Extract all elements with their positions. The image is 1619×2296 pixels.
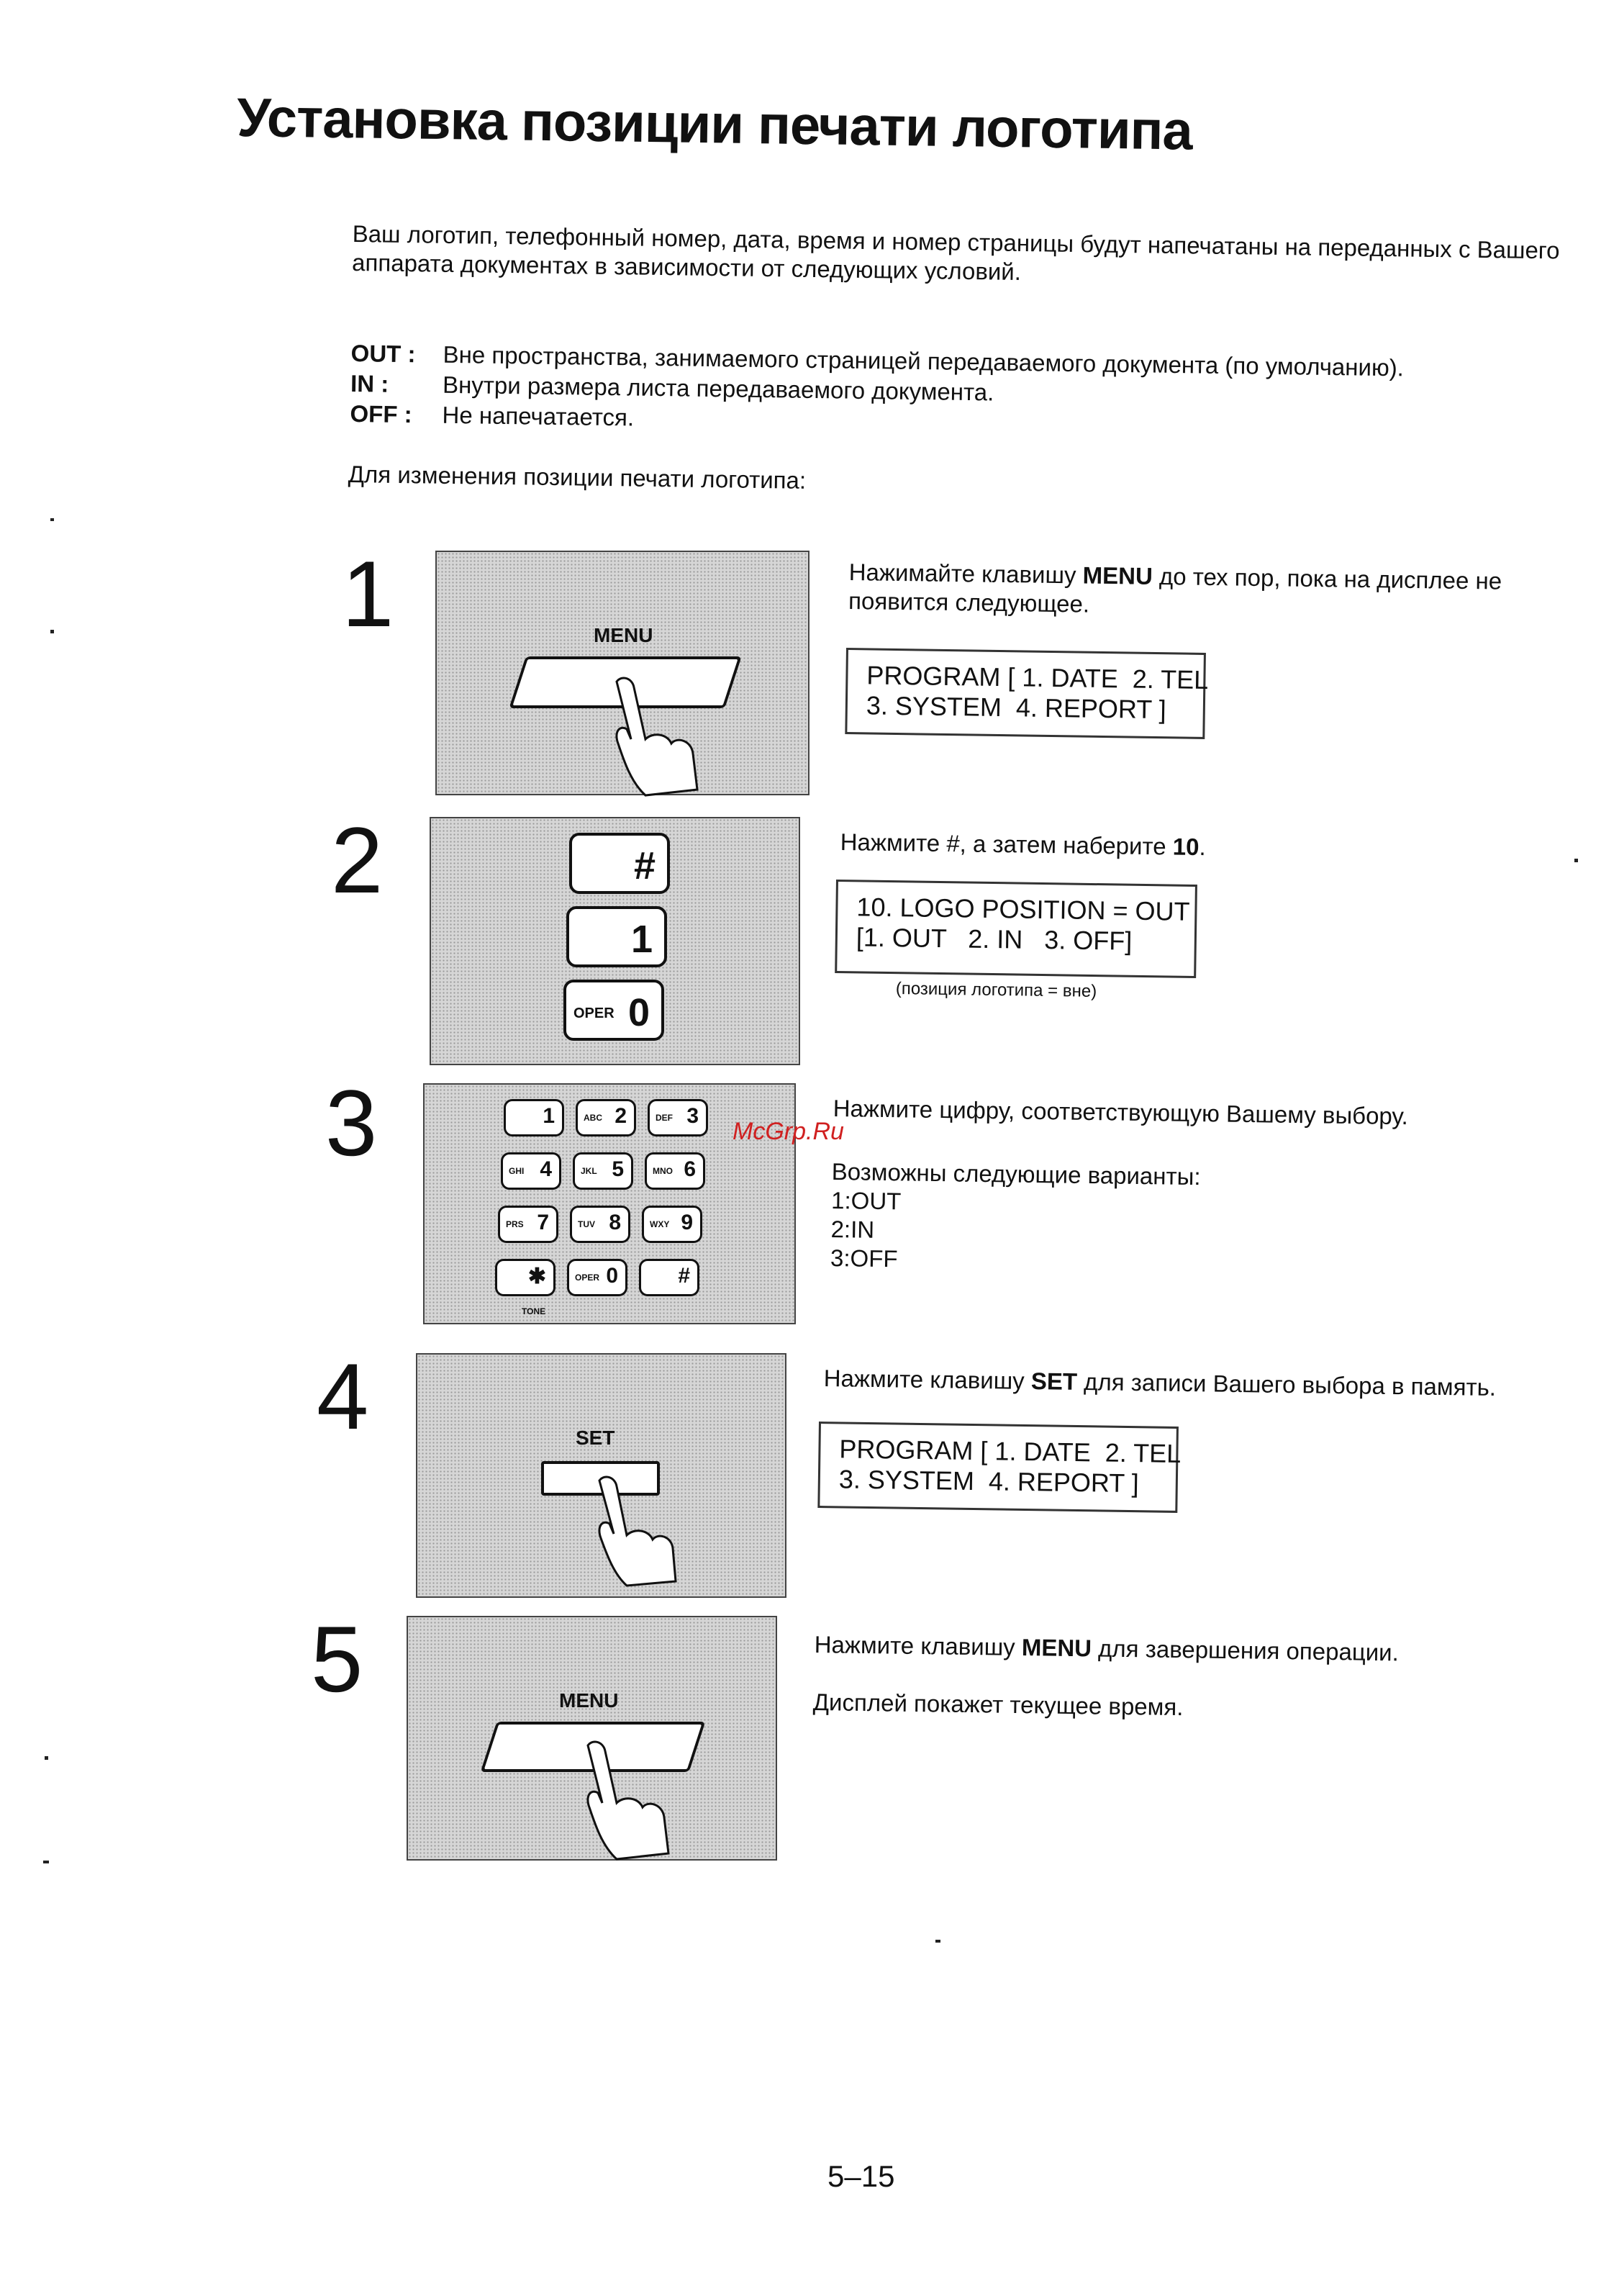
page-title: Установка позиции печати логотипа bbox=[236, 86, 1193, 162]
options-list: OUT :Вне пространства, занимаемого стран… bbox=[350, 338, 1404, 443]
keypad-key-letters: PRS bbox=[506, 1219, 524, 1229]
step-3-choices: Возможны следующие варианты: 1:OUT 2:IN … bbox=[830, 1157, 1201, 1278]
keypad-key-digit: 9 bbox=[681, 1211, 693, 1234]
keypad-key-letters: MNO bbox=[653, 1166, 673, 1176]
keypad-key-digit: 0 bbox=[606, 1264, 618, 1288]
keypad-key-letters: JKL bbox=[581, 1166, 597, 1176]
set-key-label: SET bbox=[576, 1427, 615, 1449]
watermark: McGrp.Ru bbox=[733, 1118, 844, 1145]
step-1-illustration: MENU bbox=[435, 551, 809, 797]
step-4-illustration: SET bbox=[416, 1353, 786, 1598]
scan-speck bbox=[935, 1940, 940, 1943]
keypad-key: PRS 7 bbox=[498, 1206, 558, 1243]
menu-key-label: MENU bbox=[594, 624, 653, 646]
keypad-key-digit: 2 bbox=[615, 1104, 627, 1128]
step-4-number: 4 bbox=[317, 1344, 369, 1449]
step-5-note: Дисплей покажет текущее время. bbox=[812, 1689, 1184, 1721]
step-5-number: 5 bbox=[311, 1606, 363, 1712]
one-key: 1 bbox=[566, 906, 667, 967]
keypad-key-digit: ✱ bbox=[527, 1265, 546, 1288]
keypad-key-letters: DEF bbox=[656, 1113, 673, 1123]
choice-off: 3:OFF bbox=[830, 1244, 898, 1273]
keypad-key: JKL 5 bbox=[573, 1152, 633, 1190]
keypad-key: ABC 2 bbox=[576, 1099, 636, 1136]
step-1-description: Нажимайте клавишу MENU до тех пор, пока … bbox=[848, 558, 1502, 618]
step-2-description: Нажмите #, а затем наберите 10. bbox=[840, 828, 1206, 861]
keypad-key: 1 bbox=[504, 1099, 564, 1136]
page-number: 5–15 bbox=[827, 2159, 895, 2193]
menu-key-label: MENU bbox=[559, 1689, 619, 1712]
keypad-key-digit: 1 bbox=[543, 1104, 555, 1128]
scan-speck bbox=[1574, 859, 1578, 862]
pointing-hand-icon bbox=[598, 1475, 677, 1587]
intro-paragraph: Ваш логотип, телефонный номер, дата, вре… bbox=[351, 220, 1560, 285]
step-2-caption: (позиция логотипа = вне) bbox=[895, 979, 1097, 1001]
step-5-description: Нажмите клавишу MENU для завершения опер… bbox=[814, 1631, 1400, 1666]
step-3-description: Нажмите цифру, соответствующую Вашему вы… bbox=[833, 1094, 1409, 1130]
keypad-key: TUV 8 bbox=[570, 1206, 630, 1243]
keypad-key: WXY 9 bbox=[642, 1206, 702, 1243]
keypad-key-letters: ABC bbox=[584, 1113, 602, 1123]
keypad-key-digit: # bbox=[678, 1264, 690, 1288]
hash-key: # bbox=[569, 833, 670, 894]
keypad-key-digit: 6 bbox=[684, 1157, 696, 1181]
scan-speck bbox=[43, 1861, 49, 1863]
choice-out: 1:OUT bbox=[830, 1186, 902, 1215]
keypad-key: DEF 3 bbox=[648, 1099, 708, 1136]
keypad-key-digit: 5 bbox=[612, 1157, 624, 1181]
keypad-key: ✱ bbox=[495, 1259, 555, 1296]
step-3-number: 3 bbox=[325, 1070, 378, 1175]
keypad-key-digit: 4 bbox=[540, 1157, 552, 1181]
keypad-key-letters: WXY bbox=[650, 1219, 670, 1229]
scan-speck bbox=[45, 1756, 48, 1760]
pointing-hand-icon bbox=[586, 1740, 670, 1861]
keypad-key-letters: GHI bbox=[509, 1166, 525, 1176]
choice-in: 2:IN bbox=[830, 1215, 875, 1243]
pointing-hand-icon bbox=[615, 677, 699, 797]
scan-speck bbox=[50, 630, 54, 633]
step-4-display: PROGRAM [ 1. DATE 2. TEL 3. SYSTEM 4. RE… bbox=[817, 1422, 1182, 1513]
scan-speck bbox=[50, 518, 54, 521]
keypad-key-digit: 3 bbox=[686, 1104, 699, 1128]
keypad-key-digit: 8 bbox=[609, 1211, 621, 1234]
step-1-display: PROGRAM [ 1. DATE 2. TEL 3. SYSTEM 4. RE… bbox=[845, 648, 1209, 739]
keypad-key: MNO 6 bbox=[645, 1152, 705, 1190]
step-4-description: Нажмите клавишу SET для записи Вашего вы… bbox=[823, 1364, 1497, 1401]
keypad-key: GHI 4 bbox=[501, 1152, 561, 1190]
step-5-illustration: MENU bbox=[407, 1616, 777, 1861]
keypad-key: OPER 0 bbox=[567, 1259, 627, 1296]
instructions-lead: Для изменения позиции печати логотипа: bbox=[348, 461, 807, 494]
step-2-number: 2 bbox=[331, 808, 384, 913]
tone-label: TONE bbox=[522, 1306, 546, 1316]
keypad-key-digit: 7 bbox=[537, 1211, 549, 1234]
keypad-key: # bbox=[639, 1259, 699, 1296]
step-1-number: 1 bbox=[342, 541, 394, 646]
step-2-display: 10. LOGO POSITION = OUT [1. OUT 2. IN 3.… bbox=[835, 880, 1197, 978]
keypad-key-letters: OPER bbox=[575, 1273, 600, 1283]
keypad-key-letters: TUV bbox=[578, 1219, 595, 1229]
